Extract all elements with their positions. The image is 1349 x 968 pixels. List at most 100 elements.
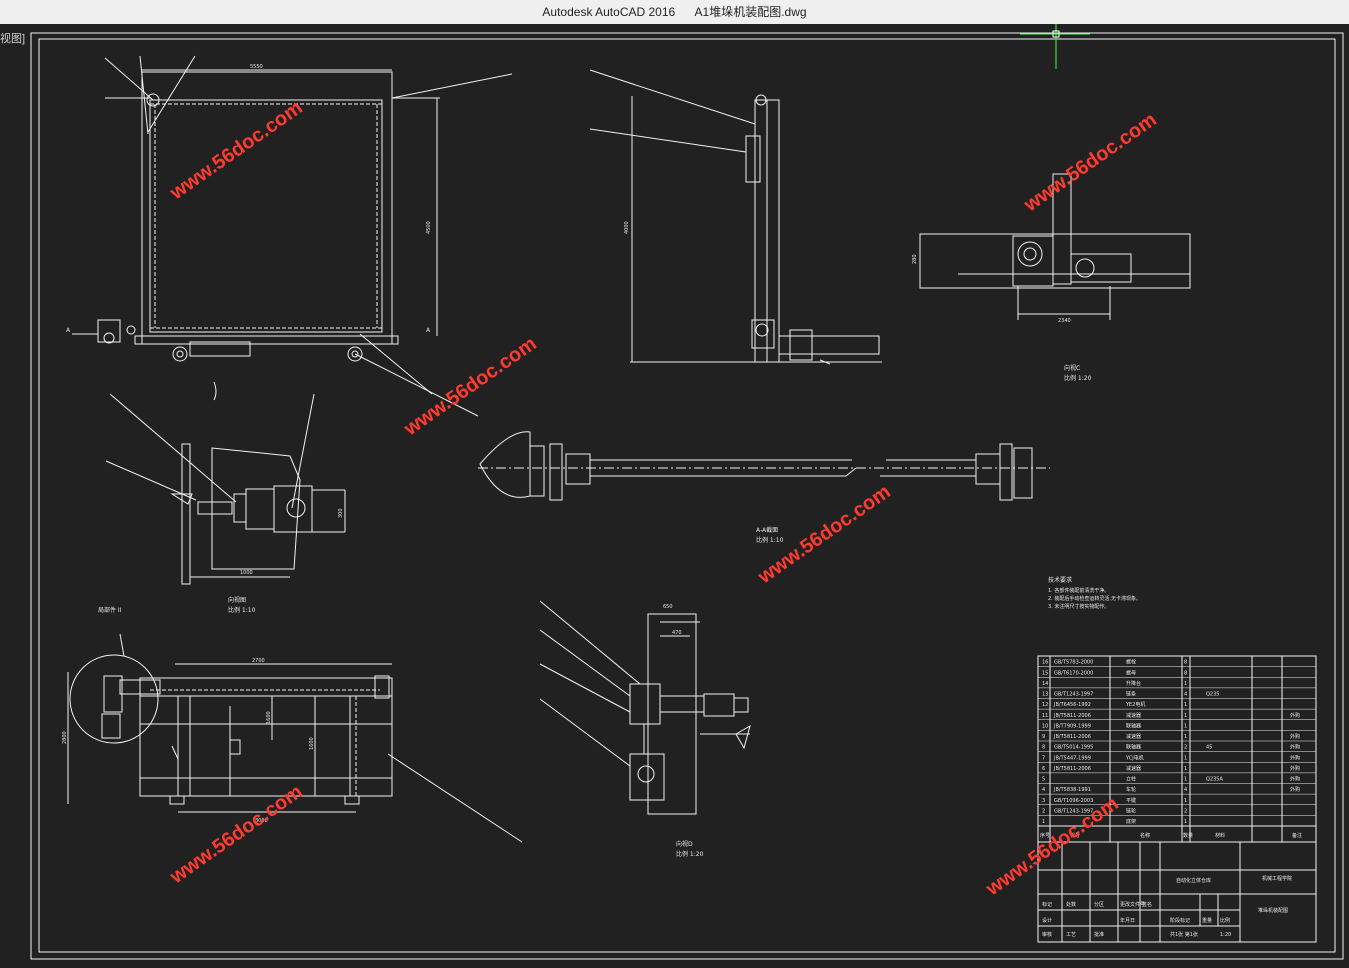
parts-cell-qty: 1 — [1184, 713, 1187, 719]
parts-cell-note: 外购 — [1290, 744, 1300, 751]
plan-view — [67, 633, 523, 843]
title-sign: 签名 — [1142, 901, 1152, 908]
parts-cell-code: GB/T5014-1995 — [1054, 745, 1093, 751]
dim-b-height: 300 — [338, 508, 344, 518]
parts-cell-note: 外购 — [1290, 776, 1300, 783]
parts-cell-no: 11 — [1042, 713, 1048, 719]
dim-plan-inner: 1600 — [266, 711, 272, 724]
section-label: A-A截面 — [756, 526, 778, 534]
watermark-2: www.56doc.com — [1019, 109, 1160, 217]
parts-cell-name: YE2电机 — [1125, 701, 1145, 708]
parts-header-name: 名称 — [1140, 832, 1150, 839]
dim-b-base: 1000 — [240, 570, 253, 576]
parts-cell-code: GB/T5783-2000 — [1054, 660, 1093, 666]
title-count: 处数 — [1066, 901, 1076, 908]
title-zone: 分区 — [1094, 901, 1104, 908]
parts-cell-code: JB/T5447-1999 — [1053, 755, 1091, 761]
title-scale-label: 比例 — [1220, 917, 1230, 924]
parts-cell-qty: 4 — [1184, 692, 1187, 698]
parts-cell-name: 立柱 — [1126, 776, 1136, 783]
parts-cell-no: 10 — [1042, 723, 1048, 729]
sheet-inner-border — [38, 38, 1336, 953]
title-change-doc: 更改文件号 — [1120, 901, 1145, 908]
detail-circle — [69, 654, 159, 744]
section-aa-view — [478, 431, 1050, 501]
drawing-canvas[interactable]: 5550 4500 4000 2340 280 2700 2800 3000 1… — [0, 24, 1349, 964]
parts-header-material: 材料 — [1215, 832, 1225, 839]
parts-cell-code: JB/T5811-2006 — [1053, 713, 1091, 719]
window-titlebar: Autodesk AutoCAD 2016 A1堆垛机装配图.dwg — [0, 0, 1349, 24]
title-process: 工艺 — [1066, 932, 1076, 938]
parts-cell-qty: 8 — [1184, 660, 1187, 666]
parts-cell-qty: 2 — [1184, 808, 1187, 814]
parts-cell-code: JB/T5811-2006 — [1053, 734, 1091, 740]
dim-plan-height: 2800 — [62, 731, 68, 744]
side-view — [589, 69, 882, 365]
parts-cell-note: 外购 — [1290, 733, 1300, 740]
parts-cell-no: 8 — [1042, 745, 1045, 751]
dim-top-width: 5550 — [250, 64, 263, 70]
view-marker-a: A — [66, 327, 71, 334]
title-weight: 重量 — [1202, 917, 1212, 924]
front-view-frame — [72, 55, 513, 417]
view-b-label: 向视图 — [228, 596, 246, 604]
parts-cell-material: Q235 — [1206, 692, 1219, 698]
parts-cell-name: YCJ电机 — [1125, 754, 1144, 761]
parts-cell-no: 6 — [1042, 766, 1045, 772]
crosshair-cursor — [1020, 24, 1090, 69]
view-marker-a-right: A — [426, 327, 431, 334]
parts-header-no: 序号 — [1040, 832, 1050, 839]
tech-note-3: 3. 未注明尺寸按实物配作。 — [1048, 603, 1109, 610]
parts-cell-name: 底架 — [1126, 818, 1136, 825]
parts-cell-name: 减速器 — [1126, 733, 1141, 740]
title-stage: 阶段标记 — [1170, 917, 1190, 924]
parts-header-qty: 数量 — [1183, 832, 1193, 839]
parts-cell-qty: 1 — [1184, 819, 1187, 825]
dim-plan-inner2: 1600 — [309, 737, 315, 750]
parts-cell-qty: 1 — [1184, 681, 1187, 687]
title-sheet: 共1张 第1张 — [1170, 931, 1198, 938]
parts-cell-name: 联轴器 — [1126, 722, 1141, 729]
file-name: A1堆垛机装配图.dwg — [694, 5, 807, 19]
parts-cell-qty: 1 — [1184, 734, 1187, 740]
parts-cell-qty: 4 — [1184, 787, 1187, 793]
viewport-control-label[interactable]: 视图] — [0, 33, 26, 45]
dim-motor-height: 280 — [912, 254, 918, 264]
parts-cell-qty: 1 — [1184, 766, 1187, 772]
dim-side-height: 4000 — [624, 221, 630, 234]
parts-cell-name: 减速器 — [1126, 712, 1141, 719]
parts-cell-code: JB/T6456-1992 — [1053, 702, 1091, 708]
parts-cell-no: 3 — [1042, 798, 1045, 804]
parts-header-note: 备注 — [1292, 832, 1302, 839]
parts-cell-code: JB/T7909-1999 — [1053, 723, 1091, 729]
parts-cell-qty: 2 — [1184, 745, 1187, 751]
parts-cell-name: 链条 — [1126, 691, 1136, 698]
parts-cell-note: 外购 — [1290, 786, 1300, 793]
watermark-1: www.56doc.com — [165, 97, 306, 205]
dim-motor-width: 2340 — [1058, 318, 1071, 324]
parts-cell-no: 9 — [1042, 734, 1045, 740]
title-drawing-title: 堆垛机装配图 — [1258, 907, 1288, 914]
tech-note-1: 1. 各部件装配前清洗干净。 — [1048, 587, 1109, 594]
section-scale: 比例 1:10 — [756, 536, 784, 544]
parts-cell-no: 2 — [1042, 808, 1045, 814]
parts-cell-code: JB/T5838-1991 — [1053, 787, 1091, 793]
sheet-outer-border — [30, 32, 1344, 960]
motor-view-c — [919, 173, 1191, 320]
tech-notes-title: 技术要求 — [1048, 576, 1072, 584]
watermark-6: www.56doc.com — [981, 793, 1122, 901]
parts-cell-qty: 1 — [1184, 798, 1187, 804]
title-mark: 标记 — [1042, 901, 1052, 908]
view-d-label: 向视D — [676, 840, 693, 848]
parts-cell-code: JB/T5811-2006 — [1053, 766, 1091, 772]
dim-detail-top: 650 — [663, 604, 673, 610]
parts-cell-no: 12 — [1042, 702, 1048, 708]
parts-cell-no: 5 — [1042, 777, 1045, 783]
title-scale-value: 1:20 — [1220, 932, 1231, 938]
title-school: 机械工程学院 — [1262, 875, 1292, 882]
parts-and-title-block — [1037, 655, 1317, 943]
parts-cell-code: GB/T1096-2003 — [1054, 798, 1093, 804]
cad-model-space[interactable]: 5550 4500 4000 2340 280 2700 2800 3000 1… — [0, 24, 1349, 964]
parts-cell-name: 减速器 — [1126, 765, 1141, 772]
